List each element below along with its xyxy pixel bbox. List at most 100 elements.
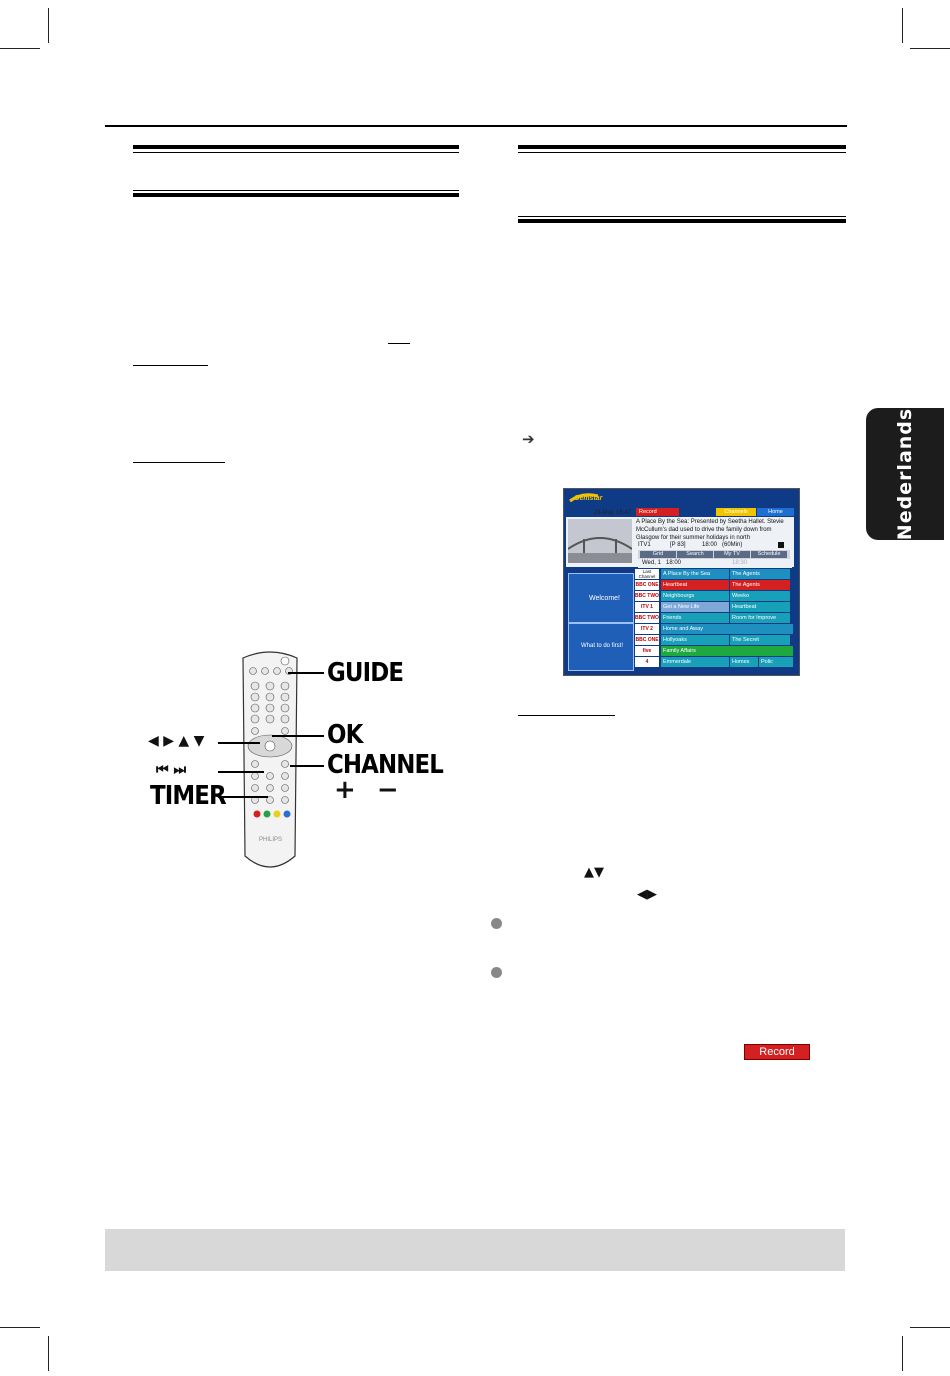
crop-mark xyxy=(48,8,49,43)
up-down-arrows: ▲▼ xyxy=(584,865,604,880)
underline xyxy=(133,462,225,463)
programme-cell[interactable]: Room for Improve xyxy=(730,613,790,623)
ok-leader xyxy=(272,735,324,737)
promo-what-first-text: What to do first! xyxy=(581,643,624,649)
grid-header xyxy=(638,559,792,568)
programme-image xyxy=(567,519,633,563)
timer-leader xyxy=(218,796,268,798)
arrow-keys-label: ◀ ▶ ▲ ▼ xyxy=(148,733,205,749)
promo-welcome[interactable]: Welcome! xyxy=(568,573,634,623)
programme-description: A Place By the Sea: Presented by Seetha … xyxy=(636,519,784,541)
arrow-right-icon: ➔ xyxy=(522,430,535,448)
channel-label: CHANNEL xyxy=(327,750,444,780)
guide-leader xyxy=(288,672,324,674)
guide-plus-screen: Gemstar Record Channels Home 23-May 16:4… xyxy=(563,488,800,676)
crop-mark xyxy=(0,48,40,49)
underline xyxy=(388,343,410,344)
tab-record[interactable]: Record xyxy=(636,508,679,516)
programme-cell[interactable]: Polic xyxy=(759,657,793,667)
programme-cell[interactable]: Get a New Life xyxy=(661,602,729,612)
guide-label: GUIDE xyxy=(327,658,404,688)
guide-date: 23-May xyxy=(594,510,615,516)
programme-cell[interactable]: A Place By the Sea xyxy=(661,569,729,579)
svg-text:Gemstar: Gemstar xyxy=(574,495,604,502)
right-heading-rule-bottom xyxy=(518,219,846,223)
crop-mark xyxy=(0,1327,40,1328)
right-heading-rule-bottom-2 xyxy=(518,216,846,217)
programme-cell[interactable]: Friends xyxy=(661,613,729,623)
programme-cell[interactable]: The Agents xyxy=(730,569,790,579)
last-channel[interactable]: Last Channel xyxy=(635,569,659,579)
left-right-arrows: ◀▶ xyxy=(637,887,657,902)
channel-logo: BBC ONE xyxy=(635,635,659,645)
promo-welcome-text: Welcome! xyxy=(589,595,620,602)
guide-plus-logo: Gemstar xyxy=(568,491,610,505)
crop-mark xyxy=(48,1336,49,1371)
crop-mark xyxy=(910,1327,950,1328)
tab-channels[interactable]: Channels xyxy=(716,508,756,516)
tab-my-tv[interactable]: My TV xyxy=(714,551,750,558)
crop-mark xyxy=(902,8,903,43)
underline xyxy=(518,715,615,716)
arrow-keys-leader xyxy=(218,742,260,744)
channel-logo: BBC ONE xyxy=(635,580,659,590)
info-start: 18:00 xyxy=(702,542,718,548)
channel-logo: ITV 2 xyxy=(635,624,659,634)
programme-cell[interactable]: Heartbeat xyxy=(730,602,790,612)
crop-mark xyxy=(902,1336,903,1371)
channel-leader xyxy=(290,765,324,767)
programme-cell[interactable]: The Agents xyxy=(730,580,790,590)
programme-cell[interactable]: Home and Away xyxy=(661,624,793,634)
left-heading-rule-bottom xyxy=(133,193,459,197)
programme-cell[interactable]: Emmerdale xyxy=(661,657,729,667)
right-heading-rule-top-2 xyxy=(518,152,846,153)
svg-text:PHILIPS: PHILIPS xyxy=(259,837,282,843)
channel-logo: five xyxy=(635,646,659,656)
programme-cell[interactable]: Homes xyxy=(730,657,758,667)
programme-cell[interactable]: Weeko xyxy=(730,591,790,601)
timer-label: TIMER xyxy=(150,781,227,811)
programme-cell[interactable]: Hollyoaks xyxy=(661,635,729,645)
bullet xyxy=(491,967,502,978)
info-icon xyxy=(778,542,784,548)
programme-cell[interactable]: The Secret xyxy=(730,635,790,645)
skip-keys-leader xyxy=(218,771,264,773)
channel-logo: BBC TWO xyxy=(635,591,659,601)
guide-time: 16:47 xyxy=(616,510,632,516)
tab-schedule[interactable]: Schedule xyxy=(751,551,787,558)
crop-mark xyxy=(910,48,950,49)
record-badge-label: Record xyxy=(759,1046,795,1058)
programme-cell[interactable]: Neighbourgs xyxy=(661,591,729,601)
header-rule xyxy=(105,125,847,127)
programme-cell[interactable]: Heartbeat xyxy=(661,580,729,590)
tab-search[interactable]: Search xyxy=(677,551,713,558)
programme-cell[interactable]: Family Affairs xyxy=(661,646,793,656)
promo-what-first[interactable]: What to do first! xyxy=(568,623,634,671)
info-channel: ITV1 xyxy=(638,542,651,548)
language-tab-label: Nederlands xyxy=(894,407,916,541)
channel-plus-minus: + − xyxy=(334,775,405,805)
language-tab: Nederlands xyxy=(866,408,944,540)
skip-keys-label: ⏮ ⏭ xyxy=(156,762,187,778)
bullet xyxy=(491,918,502,929)
info-page: [P 83] xyxy=(670,542,686,548)
right-heading-rule-top xyxy=(518,145,846,149)
tab-home[interactable]: Home xyxy=(757,508,794,516)
grid-day: Wed, 1 xyxy=(642,560,661,566)
info-duration: (60Min) xyxy=(722,542,743,548)
tab-grid[interactable]: Grid xyxy=(640,551,676,558)
footer-bar xyxy=(105,1229,845,1271)
channel-logo: 4 xyxy=(635,657,659,667)
grid-slot-2: 18:30 xyxy=(732,560,748,566)
grid-slot-1: 18:00 xyxy=(666,560,682,566)
left-heading-rule-bottom-2 xyxy=(133,190,459,191)
